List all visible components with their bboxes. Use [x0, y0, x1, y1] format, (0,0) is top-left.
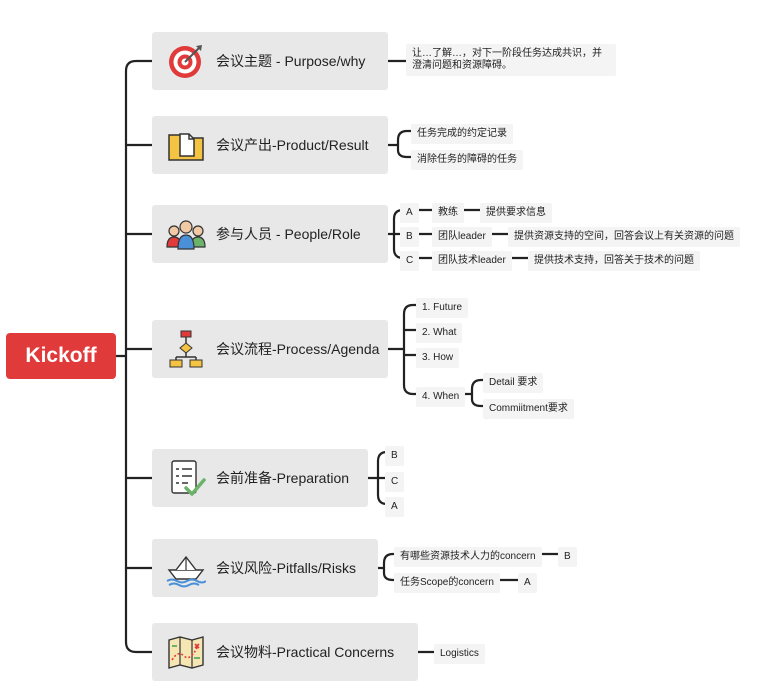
agenda-step-what: 2. What: [416, 323, 463, 343]
leaf-purpose-text: 让…了解…，对下一阶段任务达成共识，并澄清问题和资源障碍。: [406, 44, 616, 76]
branch-label: 会议流程-Process/Agenda: [216, 341, 380, 357]
people-role-c: 团队技术leader: [432, 251, 512, 271]
agenda-step-when: 4. When: [416, 387, 466, 407]
people-key-c: C: [400, 251, 420, 271]
risk-scope-tag: A: [518, 573, 537, 593]
practical-logistics: Logistics: [434, 644, 485, 664]
branch-label: 会议风险-Pitfalls/Risks: [216, 560, 357, 576]
branch-product[interactable]: 会议产出-Product/Result: [152, 116, 388, 174]
branch-preparation[interactable]: 会前准备-Preparation: [152, 449, 368, 507]
branch-label: 会前准备-Preparation: [216, 470, 350, 486]
map-icon: [168, 636, 204, 669]
risk-resource-tag: B: [558, 547, 577, 567]
people-role-a: 教练: [432, 203, 464, 223]
branch-label: 会议主题 - Purpose/why: [216, 53, 366, 69]
risk-resource: 有哪些资源技术人力的concern: [394, 547, 542, 567]
branch-risks[interactable]: 会议风险-Pitfalls/Risks: [152, 539, 378, 597]
people-desc-a: 提供要求信息: [480, 203, 552, 223]
agenda-step-how: 3. How: [416, 348, 460, 368]
branch-people[interactable]: 参与人员 - People/Role: [152, 205, 388, 263]
people-desc-c: 提供技术支持，回答关于技术的问题: [528, 251, 700, 271]
prep-item-a: A: [385, 497, 404, 517]
branch-label: 会议产出-Product/Result: [216, 137, 369, 153]
prep-item-b: B: [385, 446, 404, 466]
checklist-icon: [171, 460, 206, 496]
people-icon: [166, 220, 206, 250]
branch-label: 参与人员 - People/Role: [216, 226, 361, 242]
people-key-b: B: [400, 227, 419, 247]
branch-purpose[interactable]: 会议主题 - Purpose/why: [152, 32, 388, 90]
paper-boat-icon: [166, 555, 206, 588]
leaf-product-1: 任务完成的约定记录: [411, 124, 513, 144]
branch-practical[interactable]: 会议物料-Practical Concerns: [152, 623, 418, 681]
root-node[interactable]: Kickoff: [6, 333, 116, 379]
people-role-b: 团队leader: [432, 227, 492, 247]
people-key-a: A: [400, 203, 419, 223]
agenda-step-future: 1. Future: [416, 298, 469, 318]
branch-process[interactable]: 会议流程-Process/Agenda: [152, 320, 388, 378]
target-icon: [169, 45, 202, 78]
leaf-product-2: 消除任务的障碍的任务: [411, 150, 523, 170]
folder-document-icon: [168, 133, 204, 161]
branch-label: 会议物料-Practical Concerns: [216, 644, 395, 660]
people-desc-b: 提供资源支持的空间，回答会议上有关资源的问题: [508, 227, 740, 247]
risk-scope: 任务Scope的concern: [394, 573, 500, 593]
when-commitment: Commiitment要求: [483, 399, 574, 419]
flowchart-icon: [169, 330, 203, 368]
when-detail: Detail 要求: [483, 373, 544, 393]
prep-item-c: C: [385, 472, 405, 492]
